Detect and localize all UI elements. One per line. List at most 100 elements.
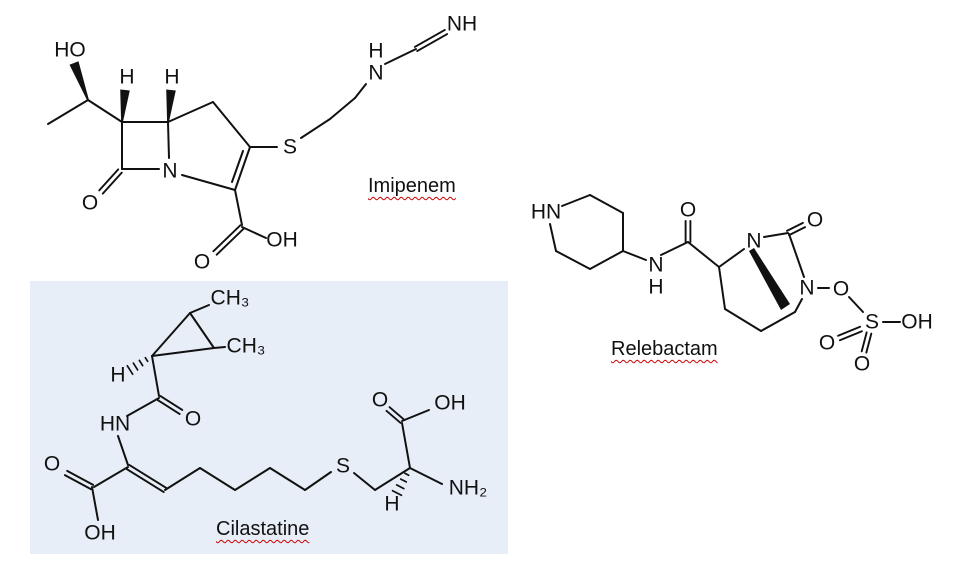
bond (159, 395, 184, 411)
bond (231, 150, 244, 183)
bond (87, 99, 123, 123)
bond (47, 99, 89, 125)
atom-label: CH₃ (211, 287, 250, 310)
bond (353, 472, 376, 491)
bond (156, 399, 181, 415)
bond (66, 469, 95, 486)
bond (151, 347, 215, 357)
wedge-bond (69, 61, 89, 101)
bond (189, 312, 215, 349)
bond (167, 101, 214, 123)
atom-label: H (368, 40, 383, 63)
bond (718, 248, 745, 268)
bond (138, 359, 144, 367)
bond (561, 194, 591, 207)
atom-label: O (185, 408, 201, 431)
relebactam-label: Relebactam (611, 338, 718, 360)
atom-label: OH (434, 392, 466, 415)
bond (144, 356, 149, 363)
bond (399, 478, 408, 483)
bond (151, 355, 160, 397)
bond (212, 224, 242, 253)
bond (788, 233, 805, 278)
bond (98, 168, 120, 192)
bond (413, 28, 446, 48)
bond (718, 266, 726, 310)
atom-label: O (82, 192, 98, 215)
bold-bond (749, 248, 790, 310)
atom-label: N (162, 160, 177, 183)
bond (91, 486, 99, 521)
bond (164, 467, 201, 491)
bond (724, 308, 762, 332)
bond (199, 467, 236, 491)
bond (848, 296, 864, 313)
bond (125, 468, 165, 493)
atom-label: NH (447, 13, 477, 36)
bond (215, 227, 245, 256)
atom-label: O (819, 332, 835, 355)
bond (416, 33, 449, 53)
bond (181, 174, 236, 191)
bond (860, 331, 868, 353)
wedge-bond (166, 89, 176, 123)
bond (93, 466, 129, 488)
bond (838, 330, 863, 342)
atom-label: O (680, 199, 696, 222)
bond (395, 484, 405, 490)
atom-label: OH (266, 229, 298, 252)
bond (391, 489, 403, 497)
bond (401, 422, 411, 469)
bond (300, 118, 331, 139)
atom-label: H (164, 66, 179, 89)
bond (549, 223, 557, 252)
bond (126, 364, 134, 376)
bond (117, 435, 129, 466)
bond (687, 241, 720, 268)
atom-label: OH (84, 522, 116, 545)
atom-label: O (194, 251, 210, 274)
atom-label: HO (54, 39, 86, 62)
bond (865, 332, 873, 354)
atom-label: H (119, 66, 134, 89)
atom-label: O (807, 209, 823, 232)
bond (794, 298, 803, 313)
atom-label: OH (901, 311, 933, 334)
cilastatine-label: Cilastatine (216, 518, 310, 540)
bond (241, 226, 267, 239)
atom-label: H (110, 364, 125, 387)
atom-label: HN (100, 413, 130, 436)
bond (589, 250, 624, 270)
bond (760, 311, 796, 332)
bond (589, 194, 624, 214)
bond (101, 171, 123, 195)
bond (660, 241, 689, 256)
bond (384, 48, 417, 65)
bond (354, 83, 367, 99)
atom-label: HN (531, 201, 561, 224)
bond (234, 467, 271, 491)
bond (837, 325, 862, 337)
atom-label: CH₃ (227, 335, 266, 358)
bond (128, 464, 168, 489)
atom-label: S (283, 136, 297, 159)
bond (269, 467, 306, 491)
bond (385, 409, 402, 424)
bond (213, 346, 226, 349)
bond (212, 101, 251, 148)
bond (403, 472, 410, 477)
bond (304, 471, 332, 491)
atom-label: N (799, 277, 814, 300)
bond (234, 189, 243, 226)
atom-label: NH₂ (449, 477, 487, 500)
atom-label: N (746, 230, 761, 253)
bond (388, 406, 405, 421)
bond (234, 146, 251, 191)
bond (126, 397, 160, 417)
atom-label: N (648, 254, 663, 277)
bond (622, 250, 647, 261)
